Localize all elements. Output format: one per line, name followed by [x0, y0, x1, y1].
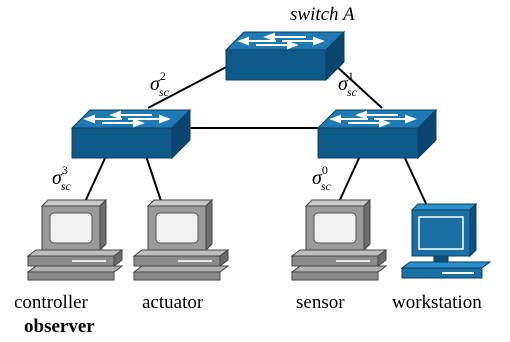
link-right-workstation	[403, 155, 429, 209]
link-left-top	[147, 63, 233, 109]
switch-right[interactable]	[317, 109, 437, 159]
actuator-computer[interactable]	[133, 199, 229, 281]
link-left-actuator	[145, 155, 163, 205]
switch-top[interactable]	[225, 31, 345, 81]
workstation-computer[interactable]	[401, 203, 491, 279]
controller-computer[interactable]	[27, 199, 123, 281]
link-left-controller	[83, 155, 107, 205]
sensor-computer[interactable]	[291, 199, 387, 281]
switch-top-label: switch A	[290, 4, 355, 25]
link-right-top	[333, 63, 383, 109]
device-label-actuator: actuator	[142, 292, 204, 313]
switch-left[interactable]	[71, 109, 191, 159]
link-right-sensor	[337, 155, 361, 205]
device-label-observer: observer	[24, 316, 95, 337]
device-label-workstation: workstation	[392, 292, 482, 313]
device-label-controller: controller	[14, 292, 89, 313]
device-label-sensor: sensor	[296, 292, 345, 313]
links	[83, 63, 429, 209]
